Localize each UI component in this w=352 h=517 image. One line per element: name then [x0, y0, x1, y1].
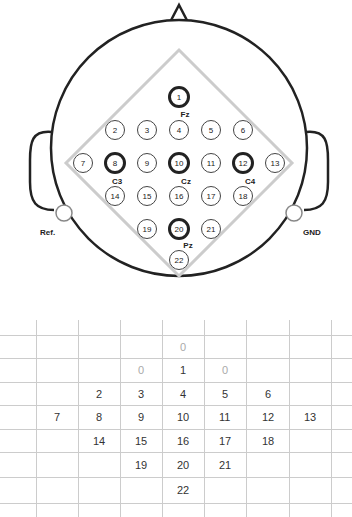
table-cell: 0	[138, 364, 144, 376]
electrode-number: 21	[202, 220, 220, 238]
table-cell: 12	[262, 411, 274, 423]
main-electrode: 12C4	[232, 152, 254, 174]
table-cell: 16	[177, 435, 189, 447]
electrode-number: 18	[234, 187, 252, 205]
main-electrode: 20Pz	[168, 218, 190, 240]
electrode-circle: 4	[169, 120, 189, 140]
table-cell: 2	[96, 388, 102, 400]
electrode-number: 8	[107, 155, 123, 171]
table-cell: 3	[138, 388, 144, 400]
table-cell: 1	[180, 364, 186, 376]
electrode-label: Ref.	[40, 228, 55, 237]
table-grid	[0, 320, 352, 517]
gnd-electrode	[286, 205, 302, 221]
electrode-number: 7	[74, 154, 92, 172]
electrode-number: 22	[170, 251, 188, 269]
ref-electrode	[56, 205, 72, 221]
electrode-circle: 7	[73, 153, 93, 173]
electrode-circle: 15	[137, 186, 157, 206]
table-cell: 9	[138, 411, 144, 423]
electrode-circle: 21	[201, 219, 221, 239]
electrode-number: 10	[171, 155, 187, 171]
electrode-diamond	[66, 50, 292, 276]
table-cell: 7	[54, 411, 60, 423]
table-cell: 21	[219, 459, 231, 471]
table-cell: 22	[177, 484, 189, 496]
electrode-number: 13	[266, 154, 284, 172]
electrode-circle: 19	[137, 219, 157, 239]
electrode-number: 9	[138, 154, 156, 172]
electrode-number: 16	[170, 187, 188, 205]
electrode-circle: 13	[265, 153, 285, 173]
table-cell: 19	[135, 459, 147, 471]
electrode-number: 2	[106, 121, 124, 139]
table-cell: 8	[96, 411, 102, 423]
electrode-circle: 9	[137, 153, 157, 173]
electrode-number: 5	[202, 121, 220, 139]
electrode-circle: 3	[137, 120, 157, 140]
electrode-circle: 6	[233, 120, 253, 140]
electrode-name: Cz	[181, 177, 191, 186]
main-electrode: 10Cz	[168, 152, 190, 174]
electrode-circle: 2	[105, 120, 125, 140]
electrode-circle: 5	[201, 120, 221, 140]
electrode-number: 19	[138, 220, 156, 238]
electrode-number: 3	[138, 121, 156, 139]
electrode-name: Fz	[181, 110, 190, 119]
electrode-number: 20	[171, 221, 187, 237]
table-cell: 6	[265, 388, 271, 400]
head-outline	[51, 20, 307, 276]
table-cell: 14	[93, 435, 105, 447]
electrode-circle: 17	[201, 186, 221, 206]
electrode-number: 1	[171, 89, 187, 105]
electrode-number: 14	[106, 187, 124, 205]
table-cell: 18	[262, 435, 274, 447]
table-cell: 13	[304, 411, 316, 423]
electrode-circle: 11	[201, 153, 221, 173]
electrode-number: 4	[170, 121, 188, 139]
table-cell: 20	[177, 459, 189, 471]
electrode-circle: 22	[169, 250, 189, 270]
table-cell: 15	[135, 435, 147, 447]
table-cell: 5	[222, 388, 228, 400]
electrode-label: GND	[303, 228, 321, 237]
main-electrode: 8C3	[104, 152, 126, 174]
table-cell: 10	[177, 411, 189, 423]
table-cell: 4	[180, 388, 186, 400]
main-electrode: 1Fz	[168, 86, 190, 108]
electrode-circle: 14	[105, 186, 125, 206]
electrode-number: 17	[202, 187, 220, 205]
electrode-number: 6	[234, 121, 252, 139]
table-cell: 0	[222, 364, 228, 376]
electrode-name: Pz	[183, 241, 192, 250]
table-cell: 0	[180, 341, 186, 353]
electrode-number: 15	[138, 187, 156, 205]
electrode-circle: 16	[169, 186, 189, 206]
table-cell: 17	[219, 435, 231, 447]
electrode-number: 12	[235, 155, 251, 171]
electrode-name: C4	[245, 177, 255, 186]
electrode-circle: 18	[233, 186, 253, 206]
table-cell: 11	[219, 411, 230, 423]
electrode-number: 11	[202, 154, 220, 172]
electrode-name: C3	[112, 177, 122, 186]
